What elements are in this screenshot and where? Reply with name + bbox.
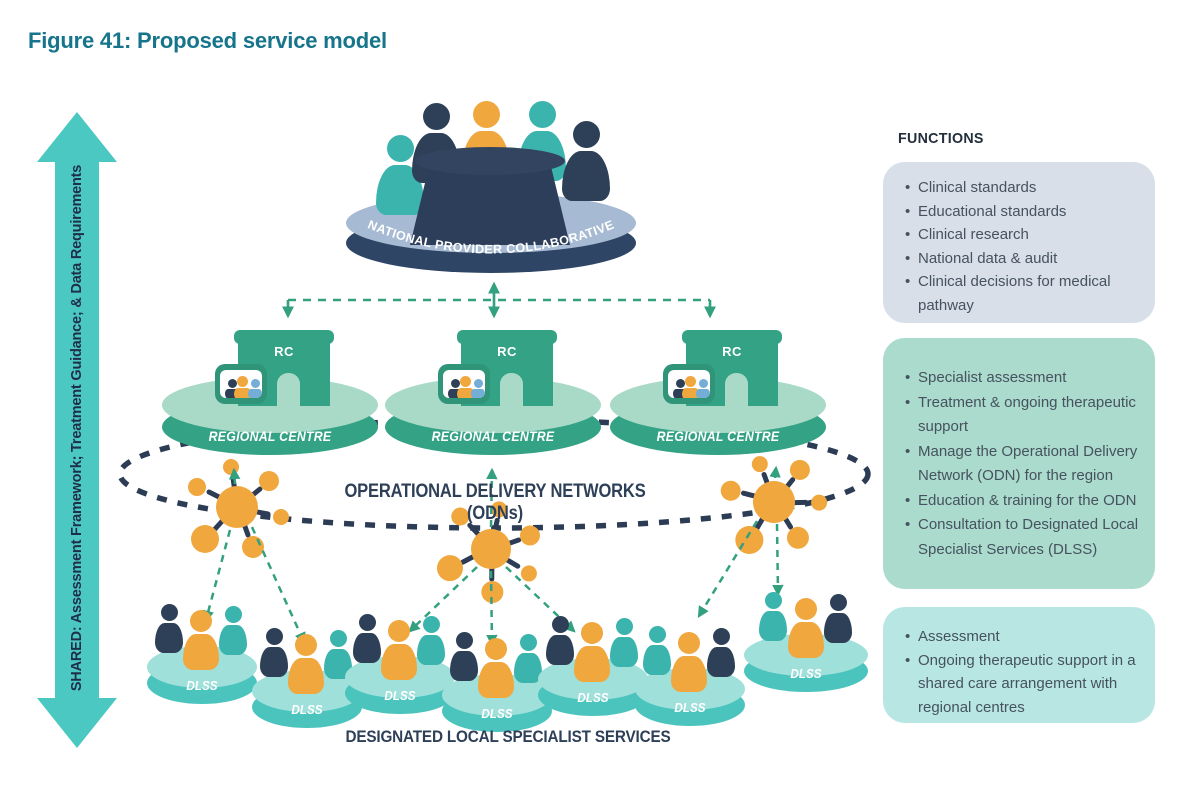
arrow-shaft [55,158,99,702]
dlss-disc-group: DLSS [538,614,648,718]
shared-axis-arrow: SHARED: Assessment Framework; Treatment … [37,112,117,748]
rc-abbrev-label: RC [497,344,517,359]
dlss-disc-group: DLSS [744,590,868,694]
functions-heading: FUNCTIONS [898,130,984,147]
list-item: Treatment & ongoing therapeutic support [905,391,1139,440]
dlss-disc-group: DLSS [345,612,455,716]
person-icon [225,379,239,398]
dlss-label: DLSS [790,666,822,681]
person-icon [759,592,787,641]
dlss-label: DLSS [186,678,218,693]
list-item: Educational standards [905,200,1139,224]
round-table-top-icon [415,147,565,175]
person-icon [574,622,610,682]
list-item: Assessment [905,625,1139,649]
list-item: Consultation to Designated Local Special… [905,513,1139,562]
person-icon [707,628,735,677]
functions-list-regional: Specialist assessment Treatment & ongoin… [905,366,1139,562]
person-icon [183,610,219,670]
person-icon [673,379,687,398]
list-item: Clinical standards [905,176,1139,200]
regional-centre: RC REGIONAL CENTRE [385,326,601,460]
list-item: Clinical decisions for medical pathway [905,270,1139,317]
list-item: Ongoing therapeutic support in a shared … [905,649,1139,720]
person-icon [696,379,710,398]
rc-abbrev-label: RC [722,344,742,359]
odn-hub-icon [720,456,828,554]
rc-screen [443,370,485,398]
rc-door-icon [725,373,748,406]
person-icon [471,379,485,398]
functions-list-national: Clinical standards Educational standards… [905,176,1139,317]
dlss-label: DLSS [384,688,416,703]
person-icon [610,618,638,667]
person-icon [682,376,699,398]
dlss-label: DLSS [291,702,323,717]
dlss-disc-group: DLSS [252,626,362,730]
person-icon [219,606,247,655]
person-icon [353,614,381,663]
rc-door-icon [277,373,300,406]
dlss-caption: DESIGNATED LOCAL SPECIALIST SERVICES [345,727,671,746]
rc-screen [668,370,710,398]
list-item: Specialist assessment [905,366,1139,391]
shared-axis-label: SHARED: Assessment Framework; Treatment … [69,164,85,692]
person-icon [671,632,707,692]
functions-list-dlss: Assessment Ongoing therapeutic support i… [905,625,1139,719]
person-icon [824,594,852,643]
person-icon [562,121,610,201]
person-icon [417,616,445,665]
functions-box-national: Clinical standards Educational standards… [883,162,1155,323]
odn-label: OPERATIONAL DELIVERY NETWORKS (ODNs) [344,481,646,524]
dlss-disc-group: DLSS [147,602,257,706]
odn-hub-icon [188,459,289,558]
functions-box-dlss: Assessment Ongoing therapeutic support i… [883,607,1155,723]
regional-centre: RC REGIONAL CENTRE [610,326,826,460]
list-item: Manage the Operational Delivery Network … [905,440,1139,489]
dlss-disc-group: DLSS [635,624,745,728]
regional-centre-label: REGIONAL CENTRE [656,428,780,444]
rc-screen [220,370,262,398]
dlss-disc-group: DLSS [442,630,552,734]
regional-centre-label: REGIONAL CENTRE [208,428,332,444]
person-icon [450,632,478,681]
person-icon [260,628,288,677]
person-icon [788,598,824,658]
dlss-label: DLSS [674,700,706,715]
person-icon [248,379,262,398]
person-icon [381,620,417,680]
person-icon [234,376,251,398]
person-icon [514,634,542,683]
list-item: Clinical research [905,223,1139,247]
dlss-label: DLSS [577,690,609,705]
person-icon [448,379,462,398]
figure-title: Figure 41: Proposed service model [28,28,387,53]
national-provider-collaborative [346,95,636,275]
person-icon [457,376,474,398]
rc-door-icon [500,373,523,406]
person-icon [643,626,671,675]
person-icon [478,638,514,698]
rc-abbrev-label: RC [274,344,294,359]
functions-box-regional: Specialist assessment Treatment & ongoin… [883,338,1155,589]
person-icon [288,634,324,694]
dlss-label: DLSS [481,706,513,721]
person-icon [155,604,183,653]
rc-video-window-icon [438,364,490,404]
npc-to-rc-connector [282,281,716,319]
rc-video-window-icon [663,364,715,404]
rc-video-window-icon [215,364,267,404]
regional-centre-label: REGIONAL CENTRE [431,428,555,444]
list-item: National data & audit [905,247,1139,271]
regional-centre: RC REGIONAL CENTRE [162,326,378,460]
person-icon [546,616,574,665]
list-item: Education & training for the ODN [905,489,1139,514]
